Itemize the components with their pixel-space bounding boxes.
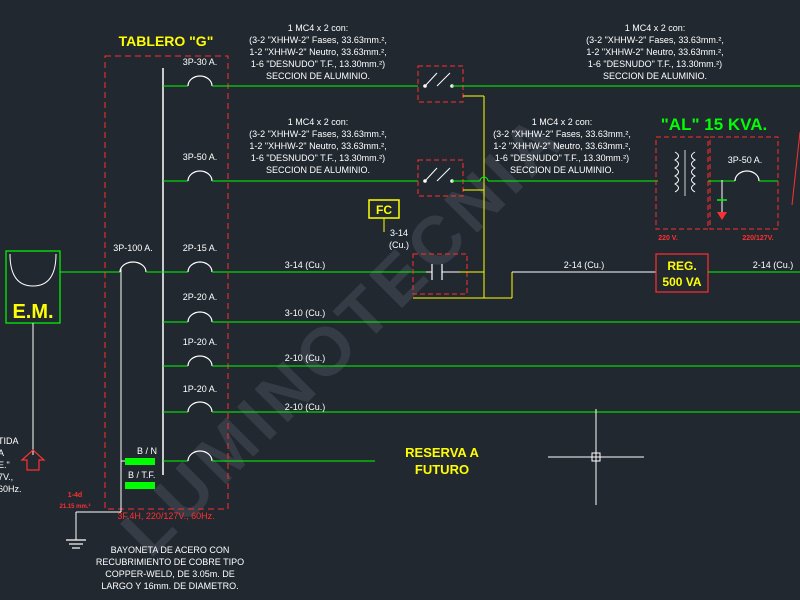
breaker-label-6: 1P-20 A. — [183, 384, 218, 394]
svg-text:TIDA: TIDA — [0, 436, 19, 446]
svg-text:B / N: B / N — [137, 446, 157, 456]
regulator: REG. 500 VA 2-14 (Cu.) — [655, 253, 800, 293]
svg-text:(3-2 "XHHW-2" Fases, 33.63mm.²: (3-2 "XHHW-2" Fases, 33.63mm.², — [493, 129, 631, 139]
breaker-symbol — [187, 311, 213, 323]
svg-text:1 MC4 x 2 con:: 1 MC4 x 2 con: — [532, 117, 593, 127]
svg-text:SECCION DE ALUMINIO.: SECCION DE ALUMINIO. — [510, 165, 614, 175]
fc-label: FC — [376, 203, 392, 217]
ground-wire-label-2: 21.15 mm.² — [59, 503, 90, 510]
electrode-desc-2: RECUBRIMIENTO DE COBRE TIPO — [96, 557, 244, 567]
svg-text:1 MC4 x 2 con:: 1 MC4 x 2 con: — [288, 23, 349, 33]
svg-text:1-2 "XHHW-2" Neutro, 33.63mm.²: 1-2 "XHHW-2" Neutro, 33.63mm.², — [249, 47, 386, 57]
breaker-symbol — [187, 75, 213, 87]
svg-text:1-6 "DESNUDO" T.F., 13.30mm.²): 1-6 "DESNUDO" T.F., 13.30mm.²) — [588, 59, 722, 69]
feeder-note-2: 1 MC4 x 2 con: (3-2 "XHHW-2" Fases, 33.6… — [249, 117, 387, 175]
al-breaker-label: 3P-50 A. — [728, 155, 763, 165]
reserve-label-1: RESERVA A — [405, 445, 479, 460]
reserve-label-2: FUTURO — [415, 462, 469, 477]
main-breaker-label: 3P-100 A. — [113, 243, 153, 253]
svg-text:(3-2 "XHHW-2" Fases, 33.63mm.²: (3-2 "XHHW-2" Fases, 33.63mm.², — [586, 35, 724, 45]
reserve-row: RESERVA A FUTURO — [163, 445, 479, 477]
svg-text:1-6 "DESNUDO" T.F., 13.30mm.²): 1-6 "DESNUDO" T.F., 13.30mm.²) — [251, 59, 385, 69]
reg-wire-out-label: 2-14 (Cu.) — [753, 260, 794, 270]
feeder-note-3: 1 MC4 x 2 con: (3-2 "XHHW-2" Fases, 33.6… — [493, 117, 631, 175]
svg-text:A: A — [0, 448, 4, 458]
neutral-bar: B / N — [121, 446, 157, 465]
breaker-label-3: 2P-15 A. — [183, 243, 218, 253]
panel-enclosure — [104, 55, 229, 510]
breaker-symbol — [187, 261, 213, 273]
reg-wire-in-label: 2-14 (Cu.) — [564, 260, 605, 270]
breaker-symbol — [187, 170, 213, 182]
service-entry-arrow — [20, 449, 46, 471]
svg-text:SECCION DE ALUMINIO.: SECCION DE ALUMINIO. — [266, 71, 370, 81]
fc-contactor: FC 3-14 (Cu.) 2-14 (Cu.) — [368, 199, 656, 299]
circuit-label-6: 2-10 (Cu.) — [285, 402, 326, 412]
cad-crosshair-cursor[interactable] — [548, 409, 644, 505]
transfer-switch-top — [417, 65, 800, 298]
circuit-label-3: 3-14 (Cu.) — [285, 260, 326, 270]
breaker-row-4: 2P-20 A. 3-10 (Cu.) — [163, 292, 800, 323]
svg-text:SECCION DE ALUMINIO.: SECCION DE ALUMINIO. — [603, 71, 707, 81]
circuit-label-5: 2-10 (Cu.) — [285, 353, 326, 363]
svg-text:1-2 "XHHW-2" Neutro, 33.63mm.²: 1-2 "XHHW-2" Neutro, 33.63mm.², — [249, 141, 386, 151]
breaker-row-3: 2P-15 A. 3-14 (Cu.) — [163, 243, 426, 273]
svg-text:1-2 "XHHW-2" Neutro, 33.63mm.²: 1-2 "XHHW-2" Neutro, 33.63mm.², — [493, 141, 630, 151]
svg-text:(3-2 "XHHW-2" Fases, 33.63mm.²: (3-2 "XHHW-2" Fases, 33.63mm.², — [249, 35, 387, 45]
ground-wire-label-1: 1-4d — [68, 492, 82, 499]
al-voltage-left: 220 V. — [658, 235, 678, 242]
svg-text:500 VA: 500 VA — [662, 275, 701, 289]
panel-supply: 3F.4H, 220/127V., 60Hz. — [117, 511, 214, 521]
ground-electrode: 1-4d 21.15 mm.² BAYONETA DE ACERO CON RE… — [59, 490, 244, 591]
al-panel: "AL" 15 KVA. 3P-50 A. 220 V. 220/127V. — [655, 115, 800, 242]
main-breaker-symbol — [119, 261, 147, 273]
service-entry-text: TIDA A E." 7V., 60Hz. — [0, 436, 22, 494]
breaker-symbol — [187, 355, 213, 367]
breaker-row-2: 3P-50 A. — [163, 152, 418, 182]
transfer-switch-middle — [417, 159, 658, 197]
svg-text:REG.: REG. — [667, 259, 696, 273]
breaker-label-4: 2P-20 A. — [183, 292, 218, 302]
meter-label: E.M. — [12, 301, 53, 323]
electrode-desc-4: LARGO Y 16mm. DE DIAMETRO. — [101, 581, 238, 591]
svg-text:1-6 "DESNUDO" T.F., 13.30mm.²): 1-6 "DESNUDO" T.F., 13.30mm.²) — [251, 153, 385, 163]
feeder-note-4: 1 MC4 x 2 con: (3-2 "XHHW-2" Fases, 33.6… — [586, 23, 724, 81]
breaker-label-1: 3P-30 A. — [183, 57, 218, 67]
svg-text:E.": E." — [0, 460, 10, 470]
svg-text:1 MC4 x 2 con:: 1 MC4 x 2 con: — [288, 117, 349, 127]
panel-title: TABLERO "G" — [119, 33, 214, 49]
breaker-symbol — [187, 401, 213, 413]
energy-meter: E.M. — [5, 250, 61, 471]
svg-text:1-2 "XHHW-2" Neutro, 33.63mm.²: 1-2 "XHHW-2" Neutro, 33.63mm.², — [586, 47, 723, 57]
al-title: "AL" 15 KVA. — [661, 115, 768, 134]
breaker-symbol — [187, 450, 213, 462]
svg-text:SECCION DE ALUMINIO.: SECCION DE ALUMINIO. — [266, 165, 370, 175]
svg-text:1 MC4 x 2 con:: 1 MC4 x 2 con: — [625, 23, 686, 33]
breaker-row-5: 1P-20 A. 2-10 (Cu.) — [163, 337, 800, 367]
feeder-note-1: 1 MC4 x 2 con: (3-2 "XHHW-2" Fases, 33.6… — [249, 23, 387, 81]
svg-text:60Hz.: 60Hz. — [0, 484, 22, 494]
main-feed: 3P-100 A. — [60, 243, 163, 273]
al-voltage-right: 220/127V. — [742, 235, 773, 242]
ground-bar: B / T.F. — [125, 470, 155, 489]
breaker-row-1: 3P-30 A. — [163, 57, 418, 87]
electrode-desc-3: COPPER-WELD, DE 3.05m. DE — [105, 569, 235, 579]
electrode-desc-1: BAYONETA DE ACERO CON — [111, 545, 230, 555]
svg-text:3-14: 3-14 — [390, 228, 408, 238]
svg-text:B / T.F.: B / T.F. — [128, 470, 155, 480]
breaker-label-5: 1P-20 A. — [183, 337, 218, 347]
svg-text:7V.,: 7V., — [0, 472, 13, 482]
circuit-label-4: 3-10 (Cu.) — [285, 308, 326, 318]
svg-text:1-6 "DESNUDO" T.F., 13.30mm.²): 1-6 "DESNUDO" T.F., 13.30mm.²) — [495, 153, 629, 163]
svg-text:(Cu.): (Cu.) — [389, 240, 409, 250]
breaker-label-2: 3P-50 A. — [183, 152, 218, 162]
breaker-row-6: 1P-20 A. 2-10 (Cu.) — [163, 384, 800, 413]
svg-text:(3-2 "XHHW-2" Fases, 33.63mm.²: (3-2 "XHHW-2" Fases, 33.63mm.², — [249, 129, 387, 139]
